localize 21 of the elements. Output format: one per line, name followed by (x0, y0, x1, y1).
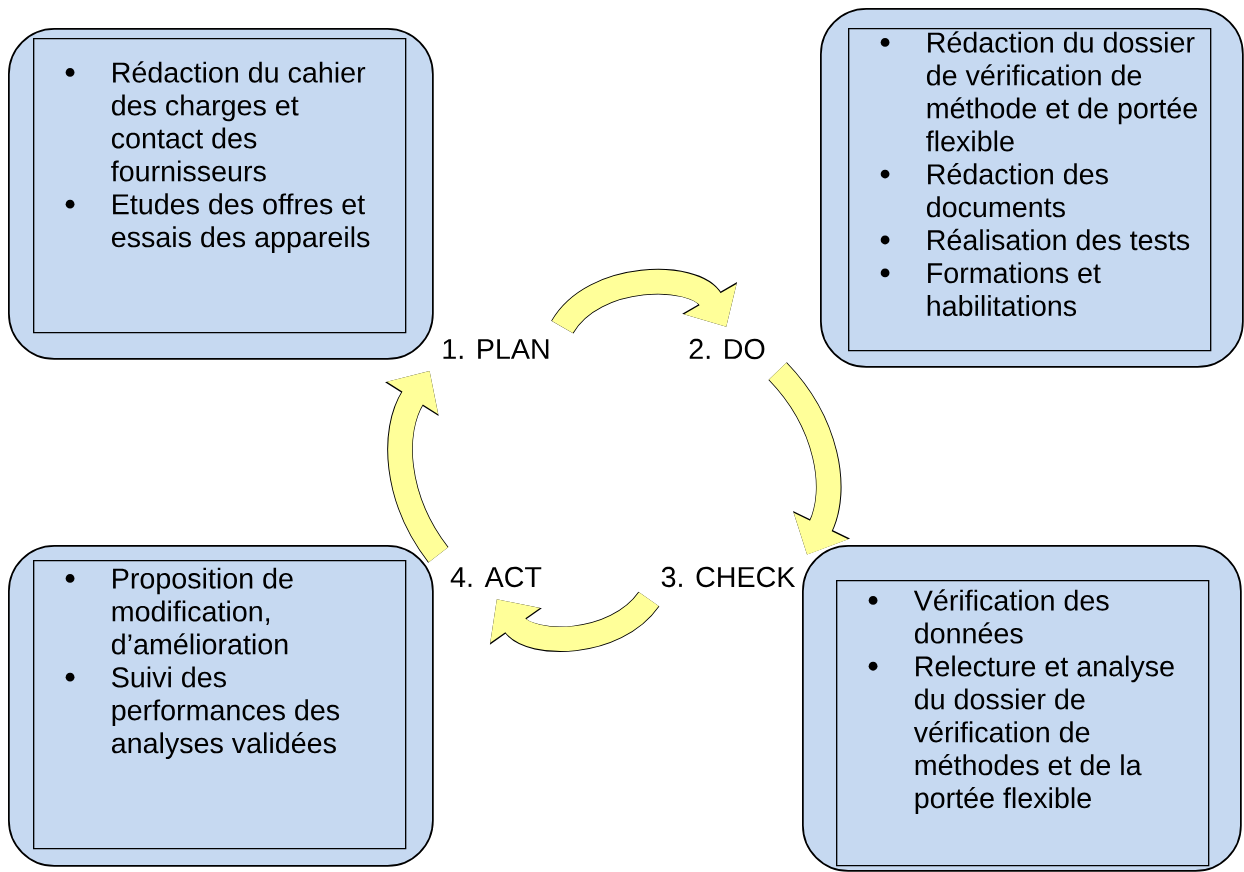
list-item: Relecture et analyse du dossier de vérification de méthodes et de la portée flexible (913, 655, 1174, 814)
list-item: Proposition de modification, d’amélioration (111, 567, 293, 655)
text-box (848, 28, 1212, 352)
list-item: Etudes des offres et essais des appareils (111, 193, 370, 253)
list-item: Rédaction du dossier de vérification de méthode et de portée flexible (926, 31, 1197, 152)
curved-arrow (385, 371, 449, 563)
list-item: Suivi des performances des analyses validées (111, 666, 340, 759)
curved-arrow (552, 268, 738, 335)
list-item: Formations et habilitations (927, 262, 1101, 317)
stage-label: 4. ACT (450, 566, 542, 588)
list-item: Réalisation des tests (928, 228, 1190, 251)
text-box (33, 560, 407, 850)
stage-label: 3. CHECK (661, 566, 796, 588)
curved-arrow (489, 590, 659, 652)
list-item: Rédaction du cahier des charges et contact des fournisseurs (111, 61, 366, 182)
text-box (836, 580, 1210, 867)
list-item: Rédaction des documents (926, 163, 1108, 218)
list-item: Vérification des données (913, 589, 1109, 644)
text-box (33, 38, 407, 334)
stage-label: 1. PLAN (443, 339, 549, 359)
stage-label: 2. DO (689, 338, 765, 360)
